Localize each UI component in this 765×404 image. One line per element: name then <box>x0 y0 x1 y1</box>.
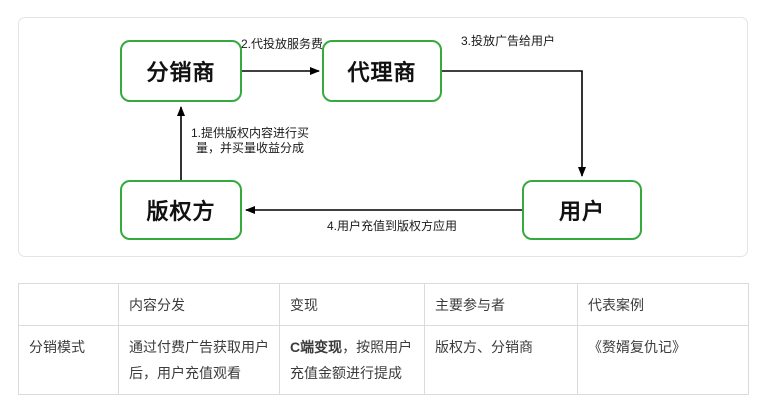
header-cell-empty <box>18 283 119 326</box>
distribution-model-table: 内容分发 变现 主要参与者 代表案例 分销模式 通过付费广告获取用户后，用户充值… <box>18 283 749 395</box>
cell-monetization: C端变现，按照用户充值金额进行提成 <box>279 325 425 395</box>
node-copyright-label: 版权方 <box>146 199 216 224</box>
header-cell-example: 代表案例 <box>577 283 749 326</box>
node-user: 用户 <box>522 180 642 240</box>
header-cell-participants: 主要参与者 <box>424 283 578 326</box>
info-table-container: 内容分发 变现 主要参与者 代表案例 分销模式 通过付费广告获取用户后，用户充值… <box>18 283 749 395</box>
cell-monetization-rest: ，按照用户充值金额进行提成 <box>290 339 413 381</box>
table-row: 分销模式 通过付费广告获取用户后，用户充值观看 C端变现，按照用户充值金额进行提… <box>18 325 749 395</box>
cell-participants: 版权方、分销商 <box>424 325 578 395</box>
node-agent-label: 代理商 <box>347 60 417 85</box>
node-agent: 代理商 <box>322 40 442 102</box>
node-distributor-label: 分销商 <box>146 60 216 85</box>
cell-content-distribution: 通过付费广告获取用户后，用户充值观看 <box>118 325 280 395</box>
header-cell-content-distribution: 内容分发 <box>118 283 280 326</box>
edge-label-4: 4.用户充值到版权方应用 <box>326 219 457 233</box>
edge-label-2: 2.代投放服务费 <box>240 37 323 51</box>
edge-label-3: 3.投放广告给用户 <box>460 34 555 48</box>
cell-example: 《赘婿复仇记》 <box>577 325 749 395</box>
table-header-row: 内容分发 变现 主要参与者 代表案例 <box>18 283 749 326</box>
node-copyright: 版权方 <box>120 180 242 240</box>
node-distributor: 分销商 <box>120 40 242 102</box>
node-user-label: 用户 <box>558 199 605 224</box>
cell-row-label: 分销模式 <box>18 325 119 395</box>
header-cell-monetization: 变现 <box>279 283 425 326</box>
cell-monetization-bold: C端变现 <box>290 339 343 355</box>
edge-label-1: 1.提供版权内容进行买量，并买量收益分成 <box>190 126 309 155</box>
